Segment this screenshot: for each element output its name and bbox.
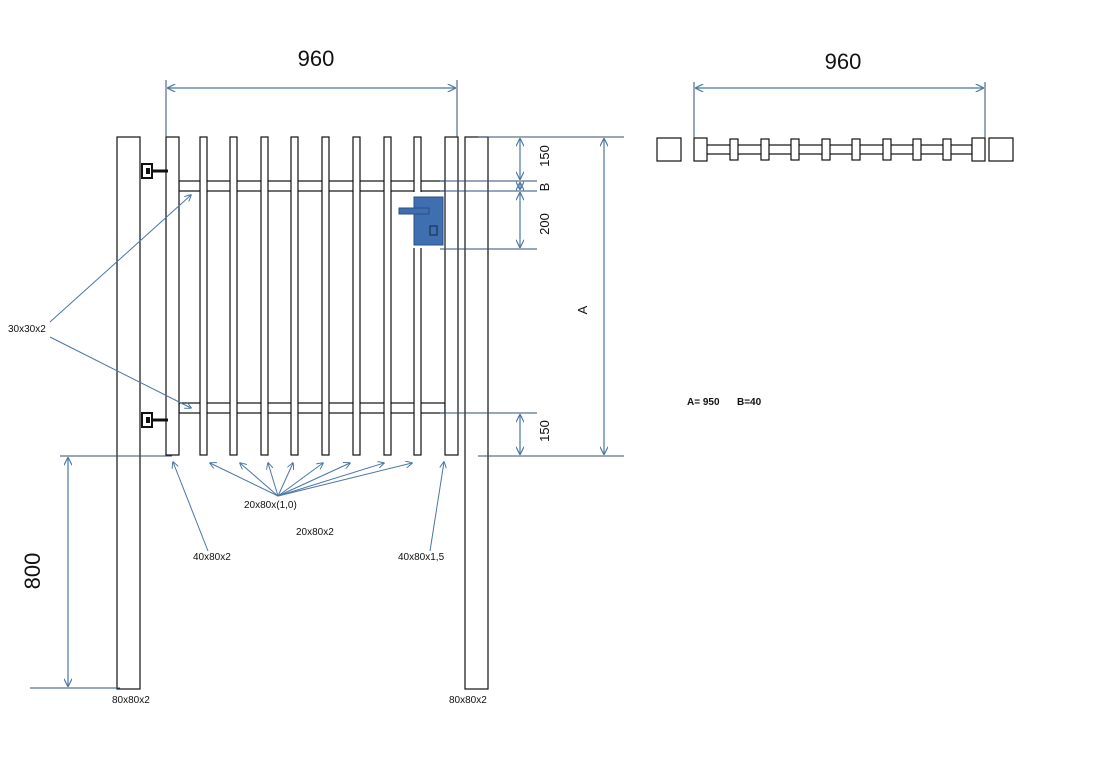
picket [321,136,330,456]
plan-picket [821,138,831,161]
value-a: A= 950 [687,397,720,408]
plan-picket [760,138,770,161]
value-b: B=40 [737,397,762,408]
dim-150-bottom: 150 [537,420,552,442]
dim-150-top: 150 [537,145,552,167]
label-40x80x2: 40x80x2 [193,552,231,563]
lock-icon [398,196,444,246]
picket [413,136,422,456]
picket [290,136,299,456]
plan-frame-left [693,137,708,162]
gate-frame-right [444,136,459,456]
dim-b: B [537,183,552,192]
hinge-icon [141,412,168,428]
plan-picket [851,138,861,161]
picket [383,136,392,456]
plan-rail [705,144,973,155]
plan-right-post [988,137,1014,162]
dim-width-top: 960 [298,46,335,71]
left-post [116,136,141,690]
hinge-icon [141,163,168,179]
plan-frame-right [971,137,986,162]
label-40x80x15: 40x80x1,5 [398,552,445,563]
label-20x80x2: 20x80x2 [296,527,334,538]
gate-frame-left [165,136,180,456]
picket [229,136,238,456]
plan-picket-group [729,138,952,161]
plan-picket [942,138,952,161]
plan-picket [729,138,739,161]
post-right-label: 80x80x2 [449,695,487,706]
dim-800: 800 [20,553,45,590]
picket [260,136,269,456]
plan-left-post [656,137,682,162]
plan-picket [912,138,922,161]
dim-200: 200 [537,213,552,235]
label-30x30x2: 30x30x2 [8,324,46,335]
picket [352,136,361,456]
bottom-rail [178,402,446,414]
post-left-label: 80x80x2 [112,695,150,706]
top-rail [178,180,446,192]
dim-width-plan: 960 [825,49,862,74]
plan-picket [790,138,800,161]
plan-picket [882,138,892,161]
picket [199,136,208,456]
label-20x80x1: 20x80x(1,0) [244,500,297,511]
dim-a: A [575,305,590,314]
